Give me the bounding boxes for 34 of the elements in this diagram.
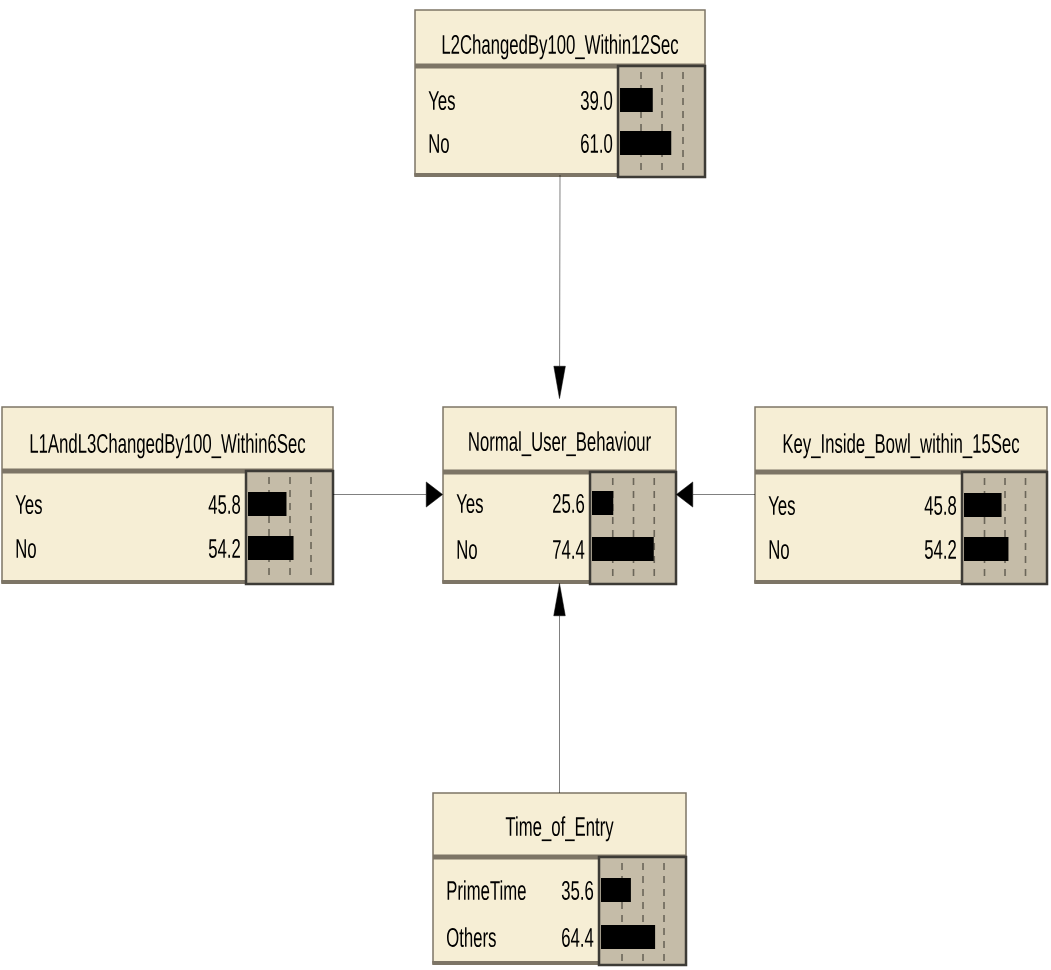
state-label: Yes [15, 495, 42, 514]
state-label: Yes [768, 496, 795, 516]
state-label: No [457, 540, 477, 560]
state-label: Others [447, 927, 496, 948]
arrow [553, 174, 566, 399]
probability-value: 45.8 [924, 495, 957, 516]
state-label: PrimeTime [447, 880, 526, 901]
arrow [676, 481, 756, 508]
node-title: L1AndL3ChangedBy100_Within6Sec [30, 433, 306, 459]
node-title: Time_of_Entry [505, 816, 614, 842]
node-box [1, 406, 335, 586]
node-box [414, 9, 707, 179]
probability-value: 54.2 [924, 539, 956, 560]
state-label: Yes [428, 91, 455, 110]
state-label: Yes [456, 494, 483, 514]
arrow [553, 583, 566, 794]
state-label: No [429, 134, 449, 153]
probability-value: 74.4 [553, 540, 585, 559]
node-title: Key_Inside_Bowl_within_15Sec [783, 433, 1020, 459]
node-box [754, 406, 1049, 586]
node-box [432, 792, 688, 967]
probability-value: 61.0 [581, 133, 613, 153]
probability-value: 64.4 [562, 927, 594, 948]
probability-value: 45.8 [208, 494, 241, 514]
probability-value: 39.0 [580, 90, 613, 110]
probability-value: 35.6 [561, 880, 594, 901]
state-label: No [769, 540, 789, 560]
node-box [442, 406, 678, 586]
node-title: Normal_User_Behaviour [469, 431, 651, 457]
state-label: No [16, 539, 36, 559]
node-title: L2ChangedBy100_Within12Sec [442, 34, 679, 60]
arrow [332, 481, 443, 508]
probability-value: 54.2 [208, 538, 240, 559]
probability-value: 25.6 [553, 493, 585, 514]
